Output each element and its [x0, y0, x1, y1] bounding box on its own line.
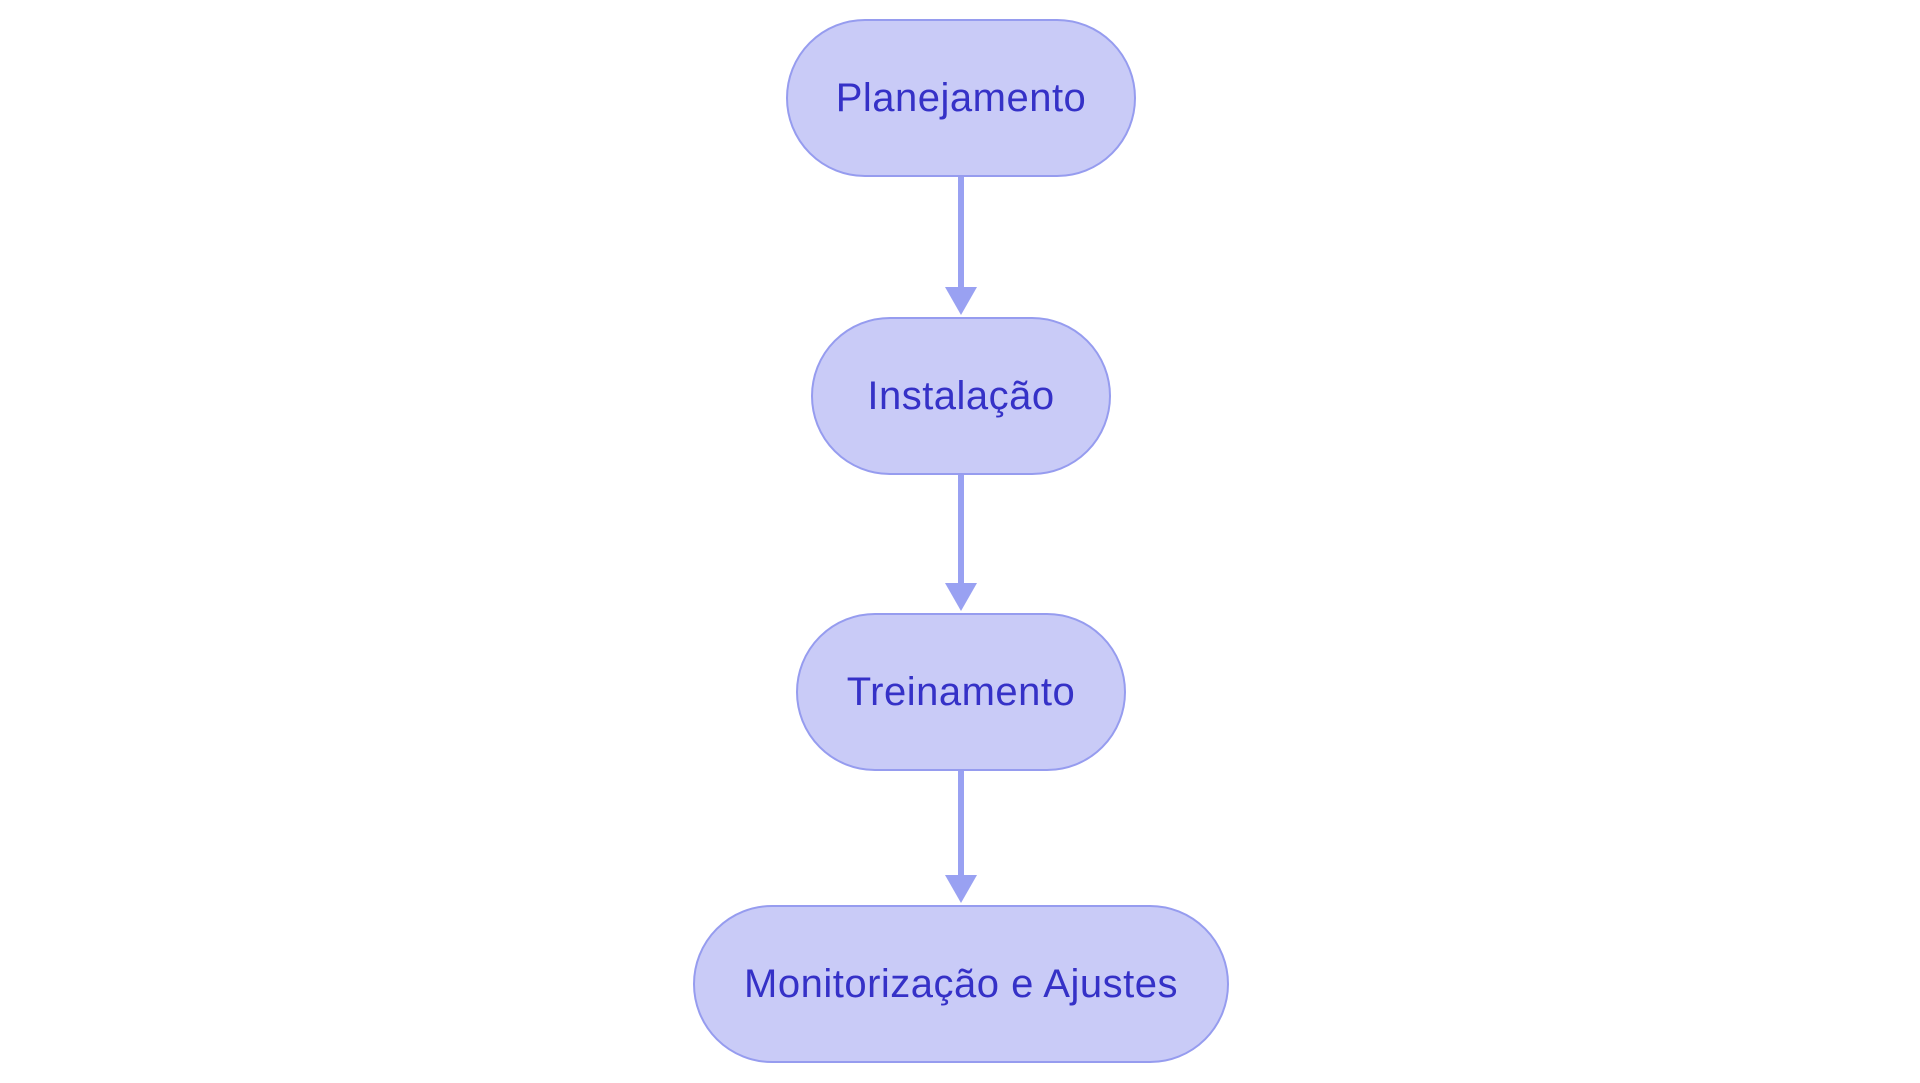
flow-node-label: Instalação	[867, 373, 1055, 418]
arrow-planejamento-to-instalacao	[945, 177, 977, 315]
flow-node-instalacao: Instalação	[811, 317, 1111, 475]
arrow-instalacao-to-treinamento	[945, 475, 977, 611]
flow-node-monitorizacao-e-ajustes: Monitorização e Ajustes	[693, 905, 1229, 1063]
flow-node-label: Monitorização e Ajustes	[744, 961, 1178, 1006]
flow-node-treinamento: Treinamento	[796, 613, 1126, 771]
flow-node-label: Planejamento	[835, 75, 1087, 120]
flow-node-label: Treinamento	[846, 669, 1076, 714]
flow-node-planejamento: Planejamento	[786, 19, 1136, 177]
arrow-treinamento-to-monitorizacao	[945, 771, 977, 903]
